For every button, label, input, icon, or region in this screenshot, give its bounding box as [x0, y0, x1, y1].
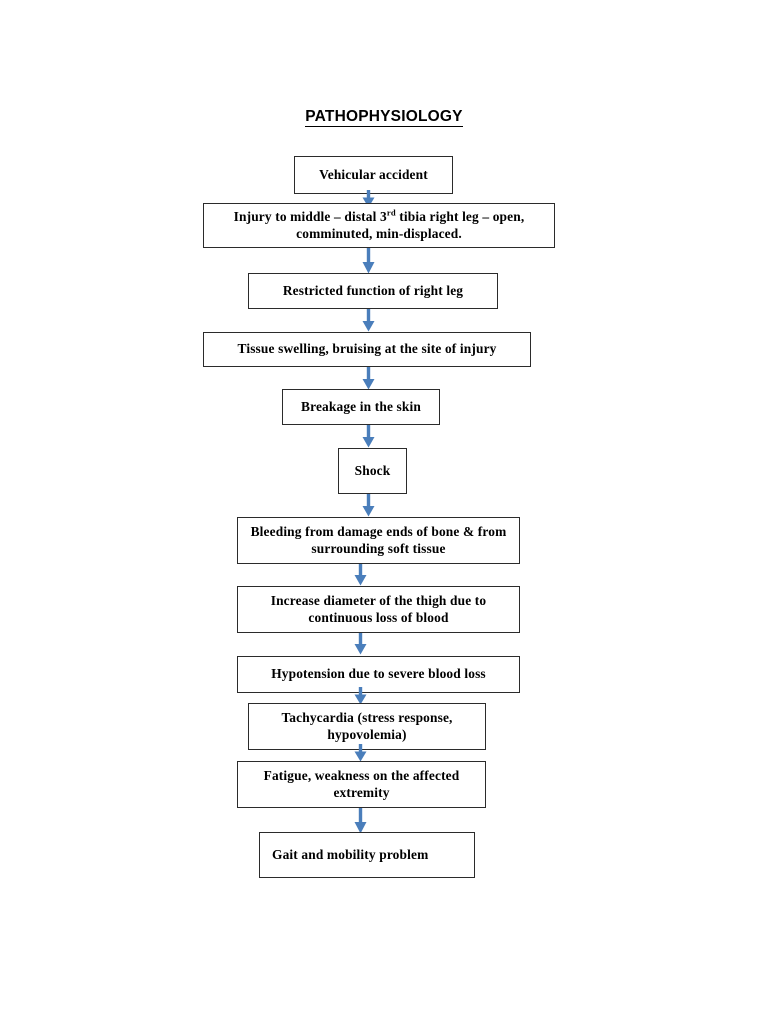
flow-node-tissue-swelling[interactable]: Tissue swelling, bruising at the site of…: [203, 332, 531, 367]
flow-arrow-2: [361, 248, 376, 274]
flow-node-label: Tissue swelling, bruising at the site of…: [237, 341, 497, 357]
flow-node-label: Bleeding from damage ends of bone & from…: [250, 524, 507, 556]
page-title: PATHOPHYSIOLOGY: [0, 108, 768, 127]
flow-node-label: Breakage in the skin: [301, 398, 421, 414]
flow-node-bleeding[interactable]: Bleeding from damage ends of bone & from…: [237, 517, 520, 564]
flow-node-label: Gait and mobility problem: [272, 846, 429, 862]
flow-node-hypotension[interactable]: Hypotension due to severe blood loss: [237, 656, 520, 693]
flow-arrow-8: [353, 633, 368, 655]
flow-arrow-5: [361, 425, 376, 448]
flow-node-label: Hypotension due to severe blood loss: [271, 666, 486, 682]
flow-node-label: Shock: [354, 462, 391, 478]
flow-arrow-10: [353, 744, 368, 762]
flow-node-vehicular-accident[interactable]: Vehicular accident: [294, 156, 453, 194]
ordinal-superscript: rd: [386, 207, 396, 218]
flow-arrow-9: [353, 687, 368, 705]
flow-node-restricted-function[interactable]: Restricted function of right leg: [248, 273, 498, 309]
flow-node-fatigue[interactable]: Fatigue, weakness on the affected extrem…: [237, 761, 486, 808]
flow-node-label: Tachycardia (stress response, hypovolemi…: [281, 710, 453, 742]
page-title-text: PATHOPHYSIOLOGY: [305, 108, 463, 127]
flow-arrow-4: [361, 367, 376, 390]
flow-node-label: Restricted function of right leg: [282, 282, 464, 298]
flow-node-label: Vehicular accident: [319, 166, 428, 182]
flow-arrow-7: [353, 564, 368, 586]
flow-node-label: Increase diameter of the thigh due to co…: [270, 593, 487, 625]
flow-node-gait-mobility[interactable]: Gait and mobility problem: [259, 832, 475, 878]
flow-node-label: Injury to middle – distal 3rd tibia righ…: [233, 207, 525, 241]
flow-node-shock[interactable]: Shock: [338, 448, 407, 494]
flow-node-tachycardia[interactable]: Tachycardia (stress response, hypovolemi…: [248, 703, 486, 750]
flow-arrow-6: [361, 494, 376, 517]
flow-arrow-1: [361, 190, 376, 208]
flow-arrow-11: [353, 808, 368, 834]
flow-node-increase-diameter[interactable]: Increase diameter of the thigh due to co…: [237, 586, 520, 633]
flow-node-label: Fatigue, weakness on the affected extrem…: [263, 768, 460, 800]
flow-arrow-3: [361, 309, 376, 332]
flow-node-injury-description[interactable]: Injury to middle – distal 3rd tibia righ…: [203, 203, 555, 248]
flow-node-breakage-skin[interactable]: Breakage in the skin: [282, 389, 440, 425]
